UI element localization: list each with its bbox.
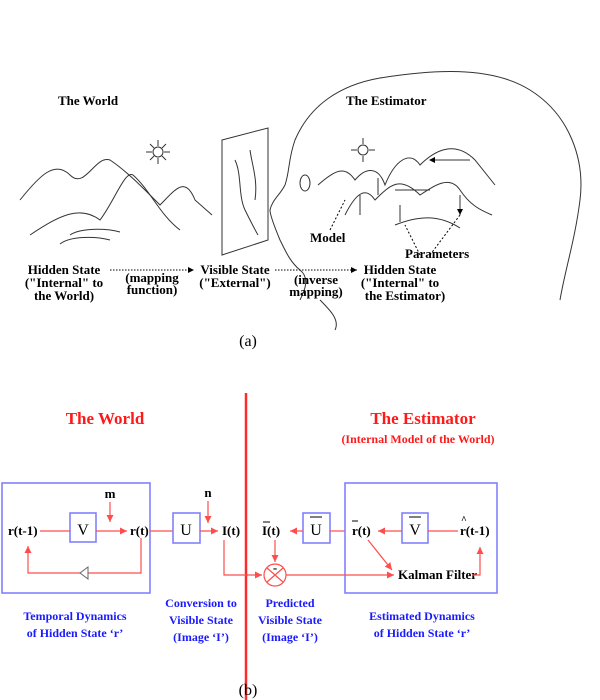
- world-landscape: [19, 140, 213, 245]
- u-bar-block: [302, 512, 331, 544]
- hidden-state-world-2: ("Internal" to: [25, 275, 103, 290]
- panel-b: The World The Estimator (Internal Model …: [1, 393, 498, 700]
- caption-b: (b): [239, 682, 258, 699]
- world-title-a: The World: [58, 93, 119, 108]
- i-bar-label: I(t): [262, 523, 280, 538]
- predicted-caption-2: Visible State: [258, 613, 323, 627]
- model-label: Model: [310, 230, 346, 245]
- sun-icon: [146, 140, 170, 164]
- delay-triangle-icon: [79, 566, 89, 580]
- r-hat-prev-label: r(t-1): [460, 523, 490, 538]
- estimator-title-b: The Estimator: [370, 409, 476, 428]
- hidden-state-est-2: ("Internal" to: [361, 275, 439, 290]
- u-block: [172, 512, 201, 544]
- conversion-caption-1: Conversion to: [165, 596, 237, 610]
- visible-state-2: ("External"): [199, 275, 270, 290]
- predicted-caption-1: Predicted: [265, 596, 314, 610]
- predicted-caption-3: (Image ‘I’): [262, 630, 318, 644]
- hidden-state-est-1: Hidden State: [364, 262, 437, 277]
- temporal-caption-1: Temporal Dynamics: [23, 609, 127, 623]
- visible-image-panel: [221, 127, 269, 256]
- inverse-mapping-1: (inverse: [294, 272, 338, 287]
- mapping-function-2: function): [127, 282, 178, 297]
- estimator-title-a: The Estimator: [346, 93, 427, 108]
- v-block: [69, 512, 97, 543]
- i-t-label: I(t): [222, 523, 240, 538]
- comparator: -: [263, 560, 287, 587]
- temporal-caption-2: of Hidden State ‘r’: [27, 626, 124, 640]
- r-prev-label: r(t-1): [8, 523, 38, 538]
- minus-sign: -: [273, 560, 277, 575]
- u-bar-label: U: [310, 522, 322, 539]
- world-dynamics-box: [1, 482, 151, 594]
- conversion-caption-2: Visible State: [169, 613, 234, 627]
- estimated-caption-2: of Hidden State ‘r’: [374, 626, 471, 640]
- eye-icon: [299, 174, 311, 192]
- inverse-mapping-2: mapping): [289, 284, 342, 299]
- panel-a: The World The Estimator: [19, 70, 582, 350]
- kalman-filter-label: Kalman Filter: [398, 567, 477, 582]
- sun-icon: [351, 138, 375, 162]
- hidden-state-est-3: the Estimator): [365, 288, 446, 303]
- estimated-caption-1: Estimated Dynamics: [369, 609, 475, 623]
- v-label: V: [77, 522, 89, 539]
- u-label: U: [180, 522, 192, 539]
- hidden-state-world-1: Hidden State: [28, 262, 101, 277]
- conversion-caption-3: (Image ‘I’): [173, 630, 229, 644]
- n-label: n: [204, 485, 212, 500]
- r-bar-label: r(t): [352, 523, 371, 538]
- estimator-dynamics-box: [344, 482, 498, 594]
- v-bar-block: [401, 512, 429, 544]
- estimator-subtitle: (Internal Model of the World): [341, 432, 494, 446]
- parameters-label: Parameters: [405, 246, 469, 261]
- m-label: m: [105, 486, 116, 501]
- hidden-state-world-3: the World): [34, 288, 94, 303]
- caption-a: (a): [239, 333, 257, 350]
- mapping-row: Hidden State ("Internal" to the World) (…: [25, 262, 445, 303]
- r-t-label: r(t): [130, 523, 149, 538]
- visible-state-1: Visible State: [200, 262, 269, 277]
- world-title-b: The World: [66, 409, 145, 428]
- estimator-head: [269, 70, 582, 331]
- hat-icon: ^: [461, 515, 467, 526]
- v-bar-label: V: [409, 522, 421, 539]
- mapping-function-1: (mapping: [125, 270, 179, 285]
